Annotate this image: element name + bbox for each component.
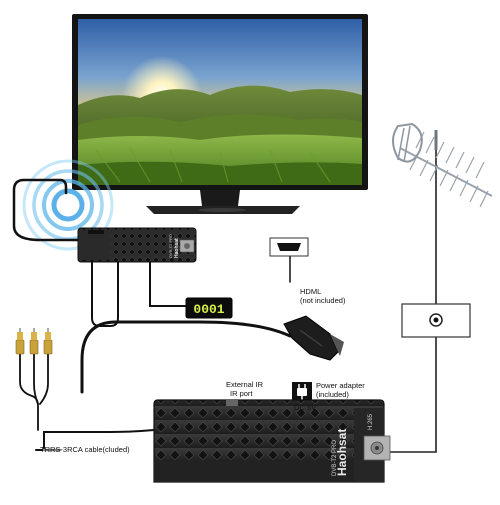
power-plug-icon: [292, 382, 312, 402]
cables: [12, 133, 437, 453]
hdmi-label-note: (not included): [300, 295, 346, 305]
hdmi-dongle: [283, 315, 344, 361]
power-adapter-title: Power adapter: [316, 381, 365, 390]
trrs-cable-label: TRRS-3RCA cable(cluded): [40, 445, 130, 454]
power-adapter-label: Power adapter (included): [316, 381, 365, 399]
power-adapter-note: (included): [316, 389, 349, 399]
dc-label: DC 5V: [294, 403, 317, 412]
external-ir-label-port: IR port: [230, 388, 253, 398]
receiver-codec: H.265: [368, 413, 374, 430]
ir-extender-module: [77, 227, 197, 263]
ir-module-model: DVB-T2 PRO: [168, 234, 173, 258]
rca-plugs: [15, 328, 53, 355]
receiver-box: [153, 399, 391, 483]
antenna-wall-socket: [401, 303, 471, 338]
external-ir-label: External IR IR port: [226, 380, 264, 398]
tv-neck: [200, 190, 240, 206]
ir-module-brand: Haohsat: [174, 238, 180, 258]
hdmi-port-icon: [269, 237, 309, 257]
antenna-icon: [392, 122, 493, 208]
ir-display-digits: 0001: [193, 302, 224, 317]
hdmi-label: HDML (not included): [300, 287, 346, 305]
receiver-brand: Haohsat: [335, 429, 349, 476]
ir-display-unit: [185, 297, 233, 319]
external-ir-label-title: External IR: [226, 380, 264, 389]
television: [72, 14, 368, 214]
hdmi-label-title: HDML: [300, 287, 322, 296]
receiver-model: DVB-T2 PRO: [332, 440, 338, 476]
receiver-brand-text: Haohsat DVB-T2 PRO H.265 Haohsat DVB-T2 …: [168, 234, 374, 476]
tv-screen: [78, 19, 362, 185]
